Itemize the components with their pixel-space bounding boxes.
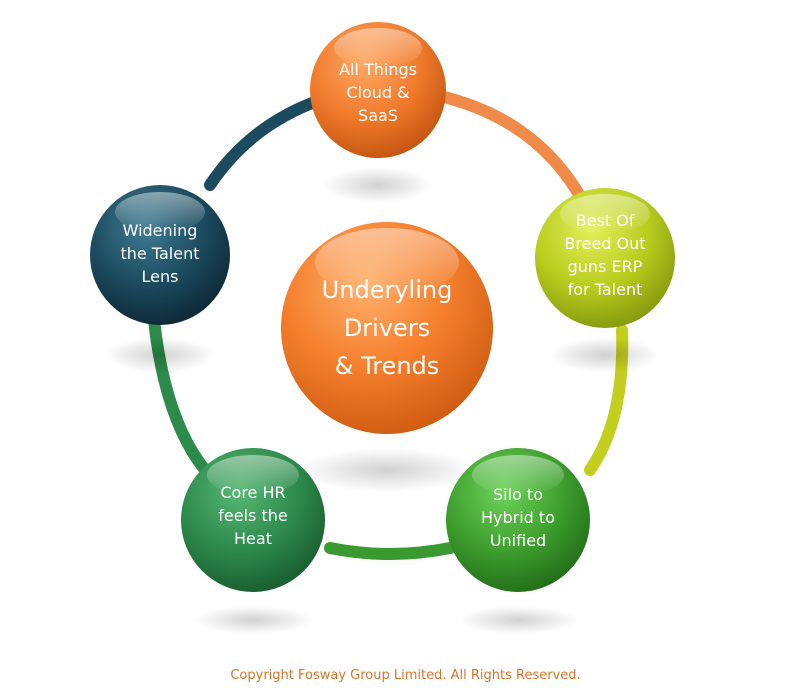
node-core-hr-line-1: Core HR xyxy=(220,483,285,502)
reflection-center xyxy=(297,448,477,492)
node-best-of-breed-line-1: Best Of xyxy=(576,211,635,230)
node-core-hr-gloss xyxy=(207,455,299,495)
reflection-talent-lens xyxy=(105,337,215,373)
node-best-of-breed-gloss xyxy=(560,194,650,234)
reflection-silo-hybrid xyxy=(458,606,578,634)
ring-segment-bottom xyxy=(324,542,456,560)
reflection-core-hr xyxy=(193,606,313,634)
node-best-of-breed-line-4: for Talent xyxy=(568,280,643,299)
node-cloud-saas: All Things Cloud & SaaS xyxy=(310,22,446,158)
copyright-notice: Copyright Fosway Group Limited. All Righ… xyxy=(230,668,581,683)
node-best-of-breed: Best Of Breed Out guns ERP for Talent xyxy=(535,188,675,328)
node-talent-lens-gloss xyxy=(115,192,205,232)
reflection-cloud-saas xyxy=(323,167,433,203)
node-cloud-saas-line-3: SaaS xyxy=(358,106,398,125)
node-silo-hybrid-line-2: Hybrid to xyxy=(481,508,555,527)
center-node: Underyling Drivers & Trends xyxy=(281,222,493,434)
node-cloud-saas-line-1: All Things xyxy=(339,60,417,79)
node-silo-hybrid: Silo to Hybrid to Unified xyxy=(446,448,590,592)
node-core-hr: Core HR feels the Heat xyxy=(181,448,325,592)
node-silo-hybrid-gloss xyxy=(472,455,564,495)
node-talent-lens-line-2: the Talent xyxy=(121,244,200,263)
reflections xyxy=(105,167,660,634)
node-talent-lens-line-3: Lens xyxy=(142,267,179,286)
node-cloud-saas-line-2: Cloud & xyxy=(346,83,409,102)
reflection-best-of-breed xyxy=(550,337,660,373)
center-label-line-2: Drivers xyxy=(344,314,430,342)
center-label-line-1: Underyling xyxy=(322,276,453,304)
center-gloss xyxy=(315,228,459,296)
node-core-hr-line-2: feels the xyxy=(218,506,287,525)
node-silo-hybrid-line-1: Silo to xyxy=(493,485,543,504)
ring-segment-top-right xyxy=(434,90,591,211)
node-cloud-saas-gloss xyxy=(334,28,422,68)
node-talent-lens-line-1: Widening xyxy=(123,221,198,240)
node-talent-lens: Widening the Talent Lens xyxy=(90,185,230,325)
node-best-of-breed-line-2: Breed Out xyxy=(564,234,645,253)
node-silo-hybrid-line-3: Unified xyxy=(490,531,546,550)
node-best-of-breed-line-3: guns ERP xyxy=(568,257,643,276)
ring-segment-top-left xyxy=(204,94,326,191)
center-label-line-3: & Trends xyxy=(335,352,440,380)
node-core-hr-line-3: Heat xyxy=(234,529,272,548)
